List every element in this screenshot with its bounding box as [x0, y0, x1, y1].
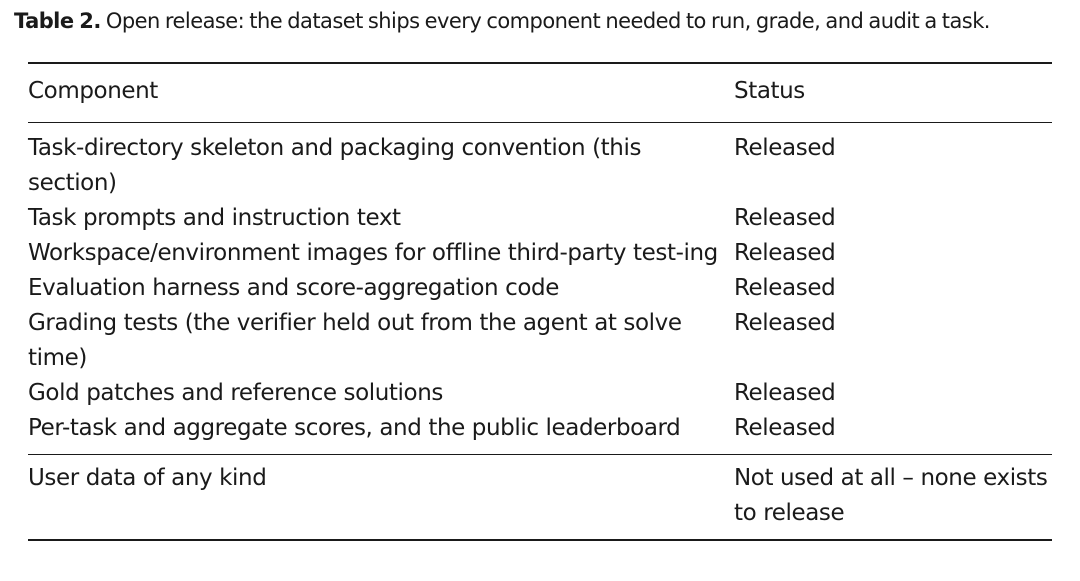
release-table: Component Status Task-directory skeleton…	[28, 62, 1052, 541]
component-cell: User data of any kind	[28, 465, 267, 491]
status-cell: Released	[734, 240, 836, 266]
component-cell: Task prompts and instruction text	[28, 205, 401, 231]
table-row: Grading tests (the verifier held out fro…	[28, 306, 1052, 376]
table-header-row: Component Status	[28, 63, 1052, 123]
table-row: Evaluation harness and score-aggregation…	[28, 271, 1052, 306]
component-cell: Task-directory skeleton and packaging co…	[28, 135, 642, 196]
caption-text: Open release: the dataset ships every co…	[105, 9, 991, 33]
header-status: Status	[734, 78, 805, 104]
table-row: Workspace/environment images for offline…	[28, 236, 1052, 271]
table-row: Task-directory skeleton and packaging co…	[28, 122, 1052, 202]
status-cell: Not used at all – none exists to release	[734, 465, 1048, 526]
table-row: Task prompts and instruction text Releas…	[28, 201, 1052, 236]
component-cell: Workspace/environment images for offline…	[28, 240, 718, 266]
component-cell: Evaluation harness and score-aggregation…	[28, 275, 560, 301]
status-cell: Released	[734, 205, 836, 231]
header-component: Component	[28, 78, 158, 104]
table-caption: Table 2. Open release: the dataset ships…	[14, 6, 1076, 36]
status-cell: Released	[734, 415, 836, 441]
table-row: Gold patches and reference solutions Rel…	[28, 376, 1052, 411]
component-cell: Per-task and aggregate scores, and the p…	[28, 415, 681, 441]
component-cell: Grading tests (the verifier held out fro…	[28, 310, 682, 371]
table-row-final: User data of any kind Not used at all – …	[28, 454, 1052, 540]
component-cell: Gold patches and reference solutions	[28, 380, 443, 406]
status-cell: Released	[734, 380, 836, 406]
table-row: Per-task and aggregate scores, and the p…	[28, 411, 1052, 455]
status-cell: Released	[734, 310, 836, 336]
caption-label: Table 2.	[14, 9, 101, 33]
status-cell: Released	[734, 275, 836, 301]
status-cell: Released	[734, 135, 836, 161]
